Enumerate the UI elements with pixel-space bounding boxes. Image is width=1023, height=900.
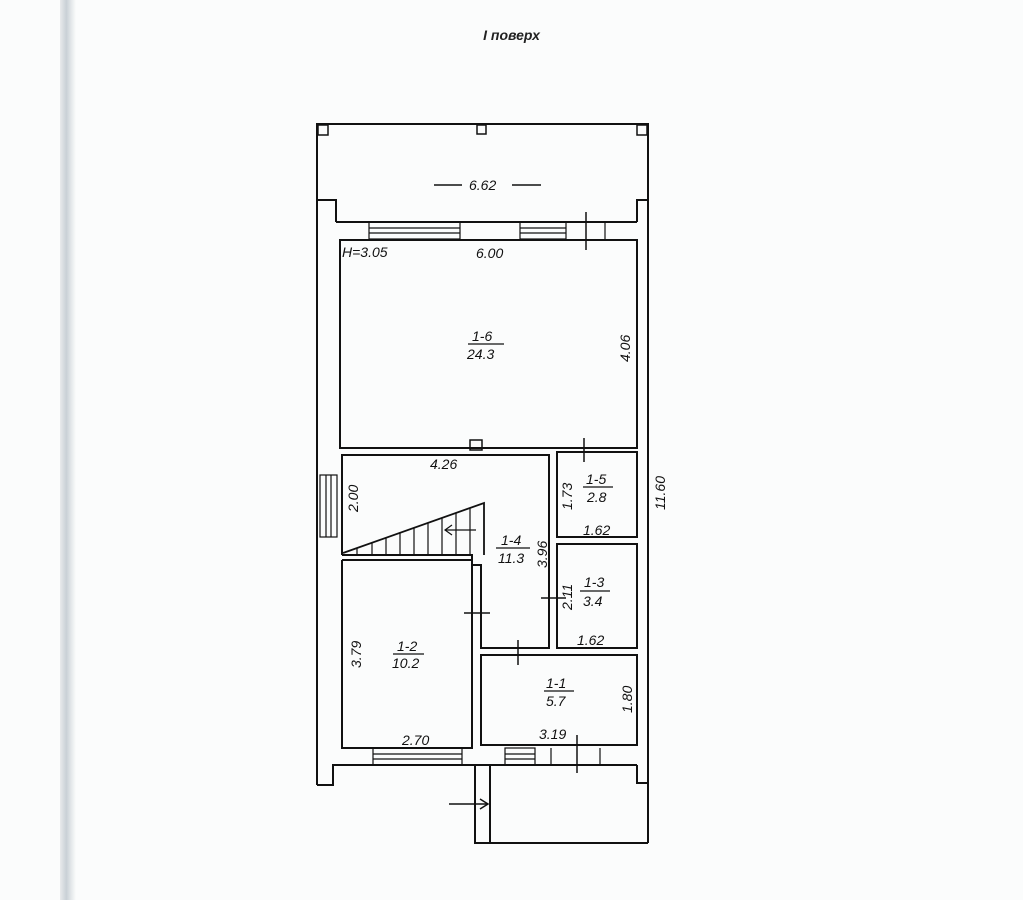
- room-1-5: [556, 451, 638, 538]
- room-id-1-4: 1-4: [501, 532, 521, 548]
- dim-1-4-height: 3.96: [534, 541, 550, 568]
- terrace-width: 6.62: [469, 177, 496, 193]
- overall-length: 11.60: [652, 476, 668, 510]
- room-area-1-3: 3.4: [583, 593, 603, 609]
- dim-1-2-width: 2.70: [401, 732, 429, 748]
- dim-1-5-width: 1.62: [583, 522, 610, 538]
- dim-1-5-height: 1.73: [559, 483, 575, 510]
- room-1-2: [341, 559, 473, 749]
- room-id-1-6: 1-6: [472, 328, 492, 344]
- dim-1-6-height: 4.06: [617, 335, 633, 362]
- room-area-1-1: 5.7: [546, 693, 567, 709]
- room-id-1-1: 1-1: [546, 675, 566, 691]
- dim-1-2-height: 3.79: [348, 641, 364, 668]
- room-id-1-2: 1-2: [397, 638, 417, 654]
- room-id-1-5: 1-5: [586, 471, 606, 487]
- room-id-1-3: 1-3: [584, 574, 604, 590]
- dim-1-1-height: 1.80: [619, 686, 635, 713]
- floor-title: I поверх: [483, 27, 540, 43]
- ceiling-height: H=3.05: [342, 244, 388, 260]
- dim-1-3-width: 1.62: [577, 632, 604, 648]
- dim-1-6-width: 6.00: [476, 245, 503, 261]
- dim-1-4-width: 4.26: [430, 456, 457, 472]
- room-area-1-6: 24.3: [466, 346, 494, 362]
- room-1-3: [556, 543, 638, 649]
- room-area-1-2: 10.2: [392, 655, 419, 671]
- dim-1-1-width: 3.19: [539, 726, 566, 742]
- dim-1-4-stair: 2.00: [345, 485, 361, 513]
- dim-1-3-height: 2.11: [559, 584, 575, 611]
- terrace: [316, 123, 649, 222]
- room-1-6: [339, 239, 638, 449]
- room-1-1: [480, 654, 638, 746]
- porch: [474, 765, 648, 844]
- page-fold-shadow: [60, 0, 76, 900]
- room-area-1-4: 11.3: [498, 550, 524, 566]
- room-1-4: [341, 454, 550, 649]
- room-area-1-5: 2.8: [586, 489, 607, 505]
